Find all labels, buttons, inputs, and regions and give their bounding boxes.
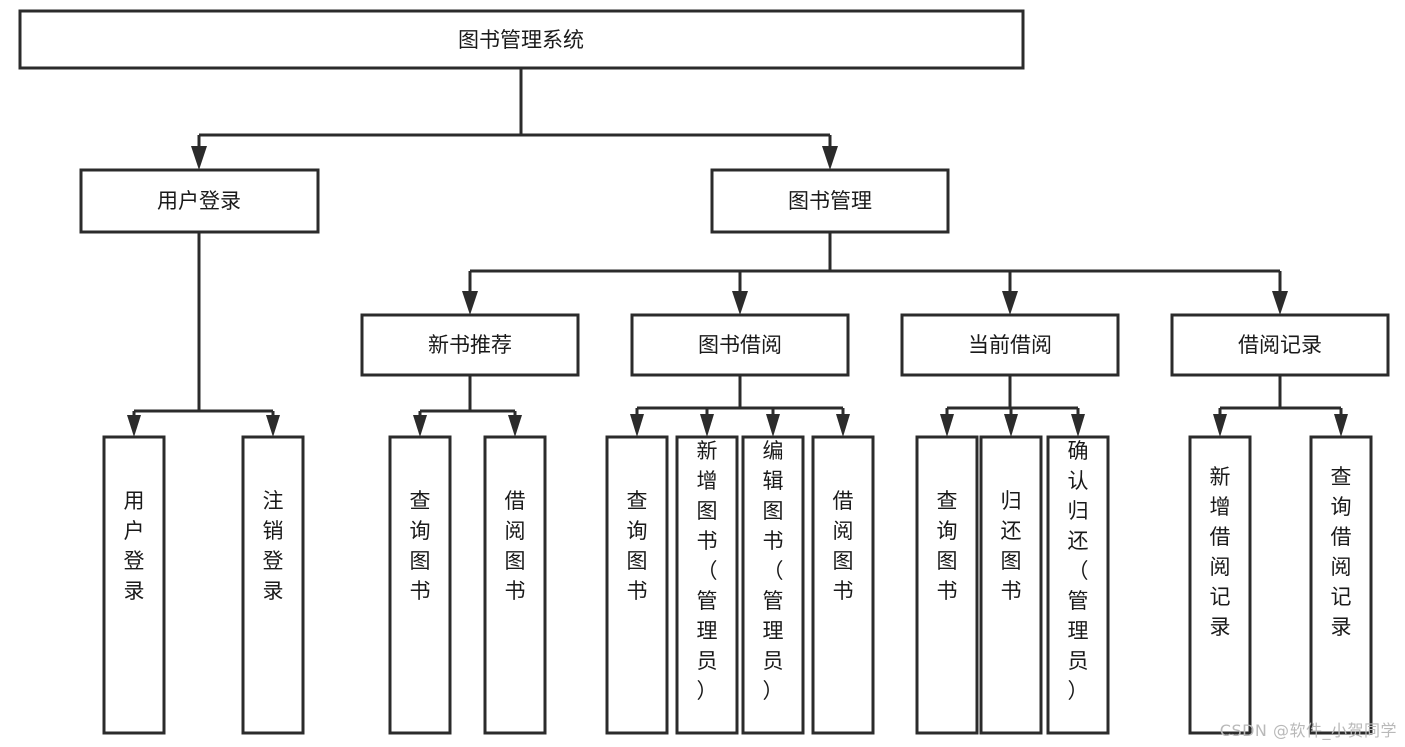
arrow-head-leaf-edit-book	[766, 414, 780, 437]
edges-book-borrow-to-leaves	[630, 375, 850, 437]
arrow-head-leaf-query-book-2	[630, 414, 644, 437]
node-user-login-box[interactable]	[79, 168, 320, 234]
leaf-query-book-3-label: 查询图书	[937, 489, 958, 603]
leaf-user-login-box[interactable]	[102, 435, 166, 735]
leaf-query-record-box[interactable]	[1309, 435, 1373, 735]
node-user-login-label: 用户登录	[157, 189, 241, 213]
arrow-head-leaf-borrow-book-2	[836, 414, 850, 437]
edges-borrow-record-to-leaves	[1213, 375, 1348, 437]
leaf-add-book[interactable]: 新增图书（管理员）	[675, 435, 739, 735]
leaf-add-book-label: 新增图书（管理员）	[697, 439, 718, 703]
arrow-head-borrow-record	[1272, 291, 1288, 315]
leaf-borrow-book-1-label: 借阅图书	[505, 489, 526, 603]
leaf-query-book-2-label: 查询图书	[627, 489, 648, 603]
leaf-query-record-label: 查询借阅记录	[1331, 465, 1352, 639]
arrow-head-new-book-rec	[462, 291, 478, 315]
node-new-book-rec-label: 新书推荐	[428, 333, 512, 357]
arrow-head-leaf-user-logout	[266, 415, 280, 437]
node-book-borrow-box[interactable]	[630, 313, 850, 377]
leaf-user-login-label: 用户登录	[124, 489, 145, 603]
leaf-borrow-book-1-box[interactable]	[483, 435, 547, 735]
leaf-user-login[interactable]: 用户登录	[102, 435, 166, 735]
leaf-query-book-1-box[interactable]	[388, 435, 452, 735]
leaf-return-book[interactable]: 归还图书	[979, 435, 1043, 735]
edges-new-book-rec-to-leaves	[413, 375, 522, 437]
arrow-head-leaf-add-book	[700, 414, 714, 437]
leaf-add-book-box[interactable]	[675, 435, 739, 735]
edges-current-borrow-to-leaves	[940, 375, 1085, 437]
node-borrow-record-box[interactable]	[1170, 313, 1390, 377]
leaf-return-book-label: 归还图书	[1001, 489, 1022, 603]
arrow-head-leaf-return-book	[1004, 414, 1018, 437]
arrow-head-current-borrow	[1002, 291, 1018, 315]
arrow-head-leaf-confirm-return	[1071, 414, 1085, 437]
node-root-label: 图书管理系统	[458, 28, 584, 52]
node-user-login[interactable]: 用户登录	[79, 168, 320, 234]
arrow-head-leaf-query-record	[1334, 414, 1348, 437]
edges-root-to-level2	[191, 68, 838, 170]
leaf-query-book-3[interactable]: 查询图书	[915, 435, 979, 735]
leaf-edit-book-box[interactable]	[741, 435, 805, 735]
leaf-query-book-3-box[interactable]	[915, 435, 979, 735]
leaf-edit-book-label: 编辑图书（管理员）	[763, 439, 784, 703]
arrow-head-leaf-borrow-book-1	[508, 415, 522, 437]
node-book-manage-label: 图书管理	[788, 189, 872, 213]
leaf-query-book-1-label: 查询图书	[410, 489, 431, 603]
node-new-book-rec[interactable]: 新书推荐	[360, 313, 580, 377]
leaf-confirm-return-label: 确认归还（管理员）	[1068, 439, 1089, 703]
node-book-manage[interactable]: 图书管理	[710, 168, 950, 234]
node-new-book-rec-box[interactable]	[360, 313, 580, 377]
node-book-borrow[interactable]: 图书借阅	[630, 313, 850, 377]
leaf-add-record-label: 新增借阅记录	[1210, 465, 1231, 639]
leaf-query-record[interactable]: 查询借阅记录	[1309, 435, 1373, 735]
leaf-edit-book[interactable]: 编辑图书（管理员）	[741, 435, 805, 735]
leaf-add-record-box[interactable]	[1188, 435, 1252, 735]
edges-book-manage-to-level3	[462, 232, 1288, 315]
node-current-borrow[interactable]: 当前借阅	[900, 313, 1120, 377]
leaf-borrow-book-2-label: 借阅图书	[833, 489, 854, 603]
node-borrow-record-label: 借阅记录	[1238, 333, 1322, 357]
leaf-query-book-1[interactable]: 查询图书	[388, 435, 452, 735]
leaf-user-logout[interactable]: 注销登录	[241, 435, 305, 735]
arrow-head-user-login	[191, 146, 207, 170]
node-book-borrow-label: 图书借阅	[698, 333, 782, 357]
leaf-borrow-book-2-box[interactable]	[811, 435, 875, 735]
arrow-head-leaf-user-login	[127, 415, 141, 437]
arrow-head-leaf-query-book-3	[940, 414, 954, 437]
arrow-head-book-manage	[822, 146, 838, 170]
leaf-return-book-box[interactable]	[979, 435, 1043, 735]
leaf-confirm-return[interactable]: 确认归还（管理员）	[1046, 435, 1110, 735]
node-root[interactable]: 图书管理系统	[18, 9, 1025, 70]
leaf-confirm-return-box[interactable]	[1046, 435, 1110, 735]
leaf-query-book-2-box[interactable]	[605, 435, 669, 735]
node-current-borrow-label: 当前借阅	[968, 333, 1052, 357]
leaf-user-logout-box[interactable]	[241, 435, 305, 735]
arrow-head-leaf-add-record	[1213, 414, 1227, 437]
node-root-box[interactable]	[18, 9, 1025, 70]
node-book-manage-box[interactable]	[710, 168, 950, 234]
arrow-head-leaf-query-book-1	[413, 415, 427, 437]
arrow-head-book-borrow	[732, 291, 748, 315]
node-current-borrow-box[interactable]	[900, 313, 1120, 377]
leaf-borrow-book-2[interactable]: 借阅图书	[811, 435, 875, 735]
leaf-query-book-2[interactable]: 查询图书	[605, 435, 669, 735]
leaf-add-record[interactable]: 新增借阅记录	[1188, 435, 1252, 735]
leaf-borrow-book-1[interactable]: 借阅图书	[483, 435, 547, 735]
node-borrow-record[interactable]: 借阅记录	[1170, 313, 1390, 377]
leaf-user-logout-label: 注销登录	[263, 489, 284, 603]
edges-user-login-to-leaves	[127, 232, 280, 437]
